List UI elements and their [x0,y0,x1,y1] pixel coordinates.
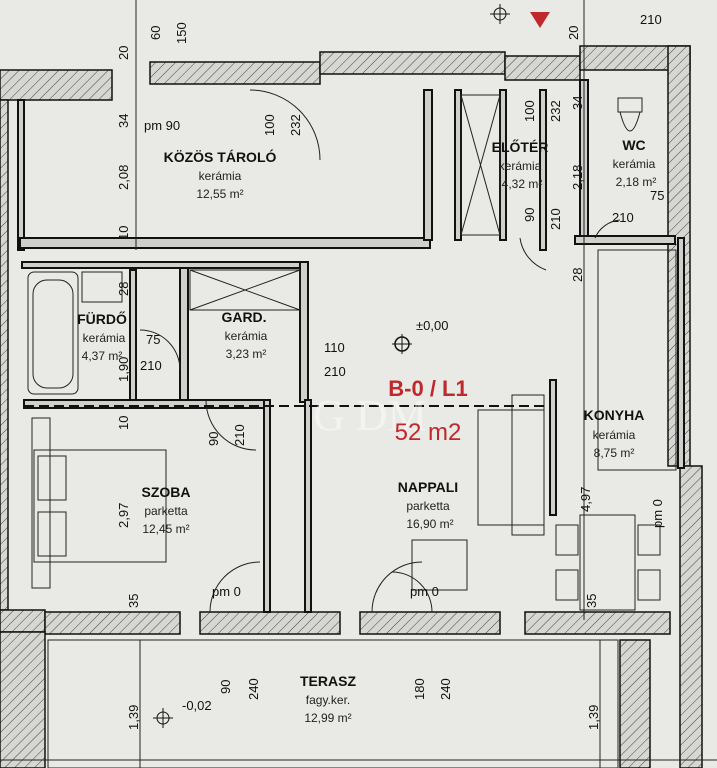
room-name: KÖZÖS TÁROLÓ [164,148,277,165]
room-kozos-tarolo: KÖZÖS TÁROLÓ kerámia 12,55 m² [164,148,277,201]
room-floor: parketta [406,499,450,513]
room-name: WC [622,137,645,153]
room-floor: kerámia [499,159,542,173]
room-area: 12,45 m² [142,522,189,536]
exterior-walls [0,45,703,768]
room-szoba: SZOBA parketta 12,45 m² [142,484,191,536]
room-area: 4,32 m² [502,177,543,191]
dim-label: 240 [246,678,261,700]
level-marker: ±0,00 [392,318,448,354]
dim-label: pm 0 [410,584,439,599]
dim-label: 90 [206,432,221,446]
dim-label: 10 [116,416,131,430]
room-name: TERASZ [300,673,356,689]
unit-area: 52 m2 [395,419,462,446]
room-area: 2,18 m² [616,175,657,189]
dim-label: 34 [570,96,585,110]
dim-label: 75 [650,188,664,203]
dim-label: 232 [288,114,303,136]
room-area: 12,55 m² [196,187,243,201]
dim-label: 1,90 [116,357,131,382]
dim-label: 35 [584,594,599,608]
dim-label: 210 [548,208,563,230]
dim-label: 90 [522,208,537,222]
room-area: 3,23 m² [226,347,267,361]
dim-label: 210 [640,12,662,27]
dim-label: 2,18 [570,165,585,190]
room-furdo: FÜRDŐ kerámia 4,37 m² [77,310,127,363]
dim-label: 1,39 [126,705,141,730]
dim-label: 2,08 [116,165,131,190]
room-floor: parketta [144,504,188,518]
watermark: G DM [313,391,427,440]
dim-label: 20 [116,46,131,60]
room-area: 16,90 m² [406,517,453,531]
room-floor: kerámia [199,169,242,183]
dim-label: pm 90 [144,118,180,133]
room-area: 4,37 m² [82,349,123,363]
unit-label: B-0 / L1 [388,376,467,401]
dim-label: 100 [262,114,277,136]
dim-label: 4,97 [578,487,593,512]
room-floor: kerámia [225,329,268,343]
room-nappali: NAPPALI parketta 16,90 m² [398,479,458,531]
dim-label: 34 [116,114,131,128]
room-eloter: ELŐTÉR kerámia 4,32 m² [492,138,549,191]
room-name: KONYHA [584,407,645,423]
dim-label: 210 [140,358,162,373]
dim-label: 35 [126,594,141,608]
dim-label: 28 [116,282,131,296]
room-name: FÜRDŐ [77,310,127,327]
room-area: 12,99 m² [304,711,351,725]
room-area: 8,75 m² [594,446,635,460]
dim-label: 75 [146,332,160,347]
dim-label: 180 [412,678,427,700]
north-triangle-icon [530,12,550,28]
dim-label: -0,02 [182,698,212,713]
crosshair-icon [490,4,510,24]
room-name: NAPPALI [398,479,458,495]
dim-label: 110 [324,340,345,355]
dim-label: 60 [148,26,163,40]
room-floor: fagy.ker. [306,693,350,707]
room-floor: kerámia [83,331,126,345]
dim-label: pm 0 [212,584,241,599]
dim-label: 2,97 [116,503,131,528]
dim-label: 90 [218,680,233,694]
room-name: GARD. [221,309,266,325]
dim-label: 240 [438,678,453,700]
dim-label: 210 [324,364,346,379]
dim-label: pm 0 [650,499,665,528]
dim-label: 150 [174,22,189,44]
fixtures [24,89,677,768]
room-terasz: TERASZ fagy.ker. 12,99 m² [300,673,356,725]
room-name: ELŐTÉR [492,138,549,155]
dim-label: 28 [570,268,585,282]
room-floor: kerámia [613,157,656,171]
dim-label: 210 [612,210,634,225]
dim-label: 10 [116,226,131,240]
dim-label: 20 [566,26,581,40]
dim-label: 100 [522,100,537,122]
room-gard: GARD. kerámia 3,23 m² [221,309,267,361]
level-value: ±0,00 [416,318,448,333]
room-wc: WC kerámia 2,18 m² [613,137,657,189]
terrace-level-marker [153,708,173,728]
dim-label: 1,39 [586,705,601,730]
room-name: SZOBA [142,484,191,500]
dim-label: 210 [232,424,247,446]
room-floor: kerámia [593,428,636,442]
dim-label: 232 [548,100,563,122]
room-konyha: KONYHA kerámia 8,75 m² [584,407,645,460]
